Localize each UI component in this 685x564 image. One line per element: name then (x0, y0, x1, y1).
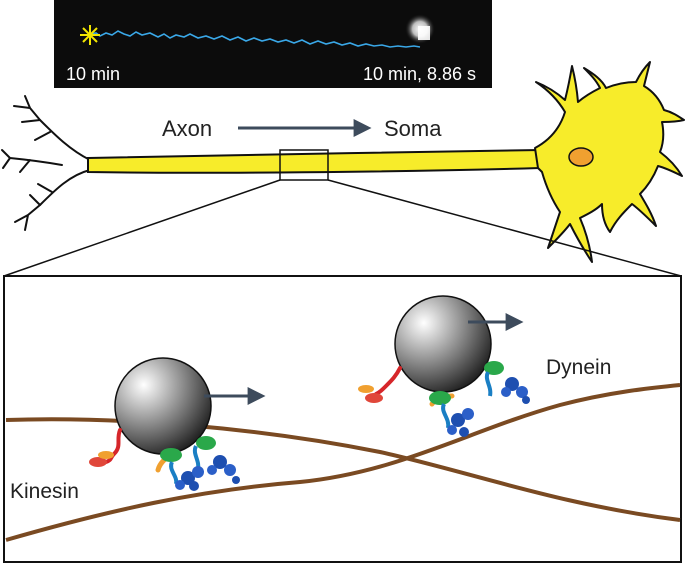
microtubule-1 (5, 417, 681, 522)
dynein-motor-left (155, 436, 240, 491)
zoom-region (279, 149, 329, 181)
start-marker-icon (80, 25, 100, 45)
dynein-motor-right (429, 361, 530, 437)
direction-to-label: Soma (384, 116, 442, 141)
cargo-vesicle-left (114, 357, 212, 455)
direction-from-label: Axon (162, 116, 212, 141)
zoom-line-right (327, 179, 682, 277)
microtubule-2 (5, 383, 681, 542)
soma (534, 61, 685, 263)
cargo-vesicle-right (394, 295, 492, 393)
kinesin-motor-left (89, 428, 122, 467)
time-start-label: 10 min (66, 64, 120, 84)
micrograph-panel: 10 min 10 min, 8.86 s (54, 0, 492, 88)
zoom-line-left (3, 179, 281, 277)
neuron (1, 61, 685, 277)
direction-indicator: Axon Soma (162, 116, 442, 141)
vesicle-spot-core (418, 26, 430, 40)
axon-shaft (87, 148, 541, 174)
zoom-panel: Kinesin Dynein (3, 275, 682, 563)
kinesin-label: Kinesin (10, 480, 79, 503)
time-end-label: 10 min, 8.86 s (363, 64, 476, 84)
dynein-label: Dynein (546, 356, 611, 379)
kinesin-motor-right (358, 366, 402, 403)
axon-terminal (1, 95, 91, 231)
trajectory-trace (89, 30, 421, 48)
nucleus (568, 147, 594, 167)
